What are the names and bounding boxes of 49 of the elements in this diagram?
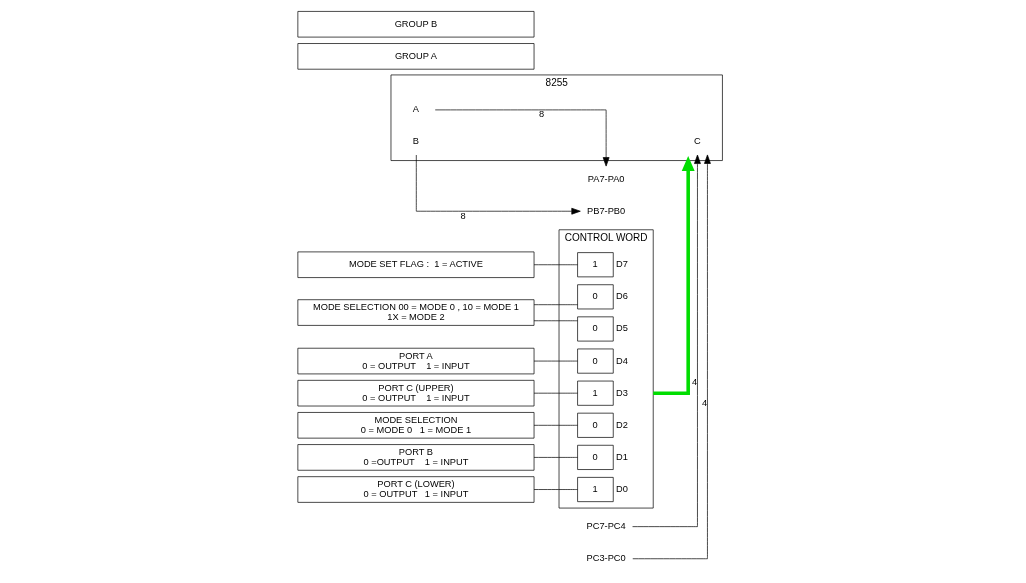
node-box: GROUP A xyxy=(297,43,535,70)
connector xyxy=(533,489,578,490)
connector xyxy=(533,424,578,426)
edge-label: 8 xyxy=(539,109,545,120)
node-label: D4 xyxy=(616,355,628,366)
node-box: MODE SELECTION 0 = MODE 0 1 = MODE 1 xyxy=(297,412,535,439)
node-box: 0 xyxy=(577,316,614,342)
edge-label: 8 xyxy=(460,210,466,221)
connector xyxy=(533,320,578,322)
node-label: D6 xyxy=(616,291,628,302)
node-text: A xyxy=(412,104,420,115)
connector xyxy=(533,392,578,394)
node-text: PC7-PC4 xyxy=(586,521,626,532)
arrow xyxy=(632,154,701,527)
node-label: D2 xyxy=(616,419,628,430)
arrow xyxy=(632,154,711,560)
node-label: D0 xyxy=(616,483,628,494)
node-text: PA7-PA0 xyxy=(587,173,625,184)
node-box: 0 xyxy=(577,444,614,470)
node-box: GROUP B xyxy=(297,11,535,38)
node-box: PORT A 0 = OUTPUT 1 = INPUT xyxy=(297,347,535,375)
node-box: 1 xyxy=(577,380,614,406)
node-box: MODE SELECTION 00 = MODE 0 , 10 = MODE 1 1X = MODE 2 xyxy=(297,299,535,326)
edge-label: 4 xyxy=(702,397,708,408)
node-box: 1 xyxy=(577,477,614,502)
node-box: 0 xyxy=(577,348,614,374)
node-box: PORT B 0 =OUTPUT 1 = INPUT xyxy=(297,444,535,471)
node-box: PORT C (LOWER) 0 = OUTPUT 1 = INPUT xyxy=(297,476,535,503)
node-label: D5 xyxy=(616,323,628,334)
edge-label: 4 xyxy=(692,376,698,387)
connector xyxy=(533,264,578,266)
node-text: B xyxy=(412,136,420,147)
node-box: PORT C (UPPER) 0 = OUTPUT 1 = INPUT xyxy=(297,380,535,407)
connector xyxy=(533,360,578,362)
node-label: D7 xyxy=(616,259,628,270)
arrow xyxy=(415,154,581,215)
arrow xyxy=(653,156,695,395)
node-box: MODE SET FLAG : 1 = ACTIVE xyxy=(297,251,535,278)
node-box: 0 xyxy=(577,284,614,310)
node-label: D1 xyxy=(616,451,628,462)
node-box: 1 xyxy=(577,252,614,278)
node-text: PB7-PB0 xyxy=(587,205,626,216)
arrow xyxy=(434,109,610,167)
connector xyxy=(533,457,578,458)
node-box: 0 xyxy=(577,412,614,438)
connector xyxy=(533,304,578,306)
node-text: C xyxy=(694,136,701,147)
node-text: PC3-PC0 xyxy=(586,553,626,564)
node-label: D3 xyxy=(616,387,628,398)
